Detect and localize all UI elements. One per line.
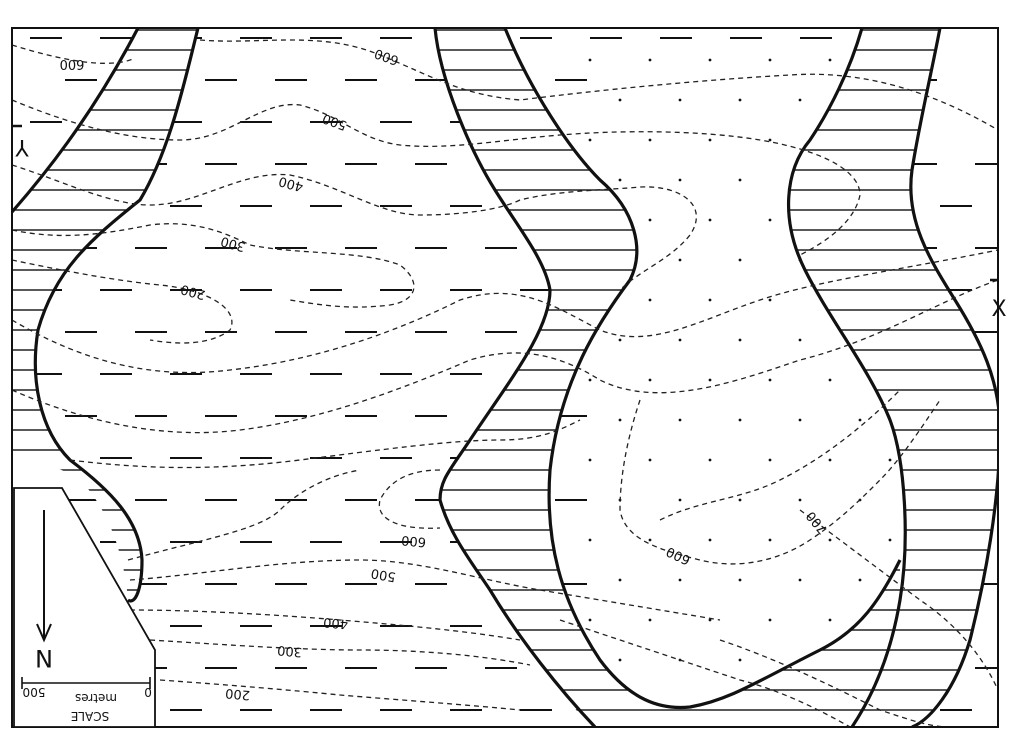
bed-boundary [909,28,998,727]
point-label-y: Y [15,134,30,159]
bed-boundary [12,28,140,214]
hatched-bed-left [12,28,198,608]
contour-lines [12,39,998,727]
contour-label: 600 [664,543,693,567]
contour-label: 400 [323,614,349,631]
contour-label: 200 [179,281,207,302]
scale-end-label: 500 [23,685,46,699]
contour-label: 200 [225,685,251,702]
map-frame [11,27,999,728]
hatched-bed-middle [435,28,900,727]
hatched-bed-right [788,28,998,727]
bed-boundary [786,28,907,727]
bed-boundary [433,28,597,727]
contour-label: 300 [277,642,303,659]
scale-start-label: 0 [144,685,152,699]
contour-label: 500 [370,565,397,584]
bed-boundary [33,28,200,603]
scale-unit-label: metres [75,691,117,705]
contour-labels: 600 600 500 400 300 200 600 700 600 500 … [60,45,831,702]
contour-label: 300 [219,233,247,254]
contour-label: 500 [321,110,349,133]
point-label-x: X [991,297,1006,322]
contour-label: 700 [804,508,831,537]
scale-title: SCALE [71,709,109,723]
north-arrow-head [36,623,52,643]
north-label: N [35,644,53,672]
contour-label: 600 [60,56,85,71]
contour-label: 600 [401,532,427,549]
contour-label: 600 [373,45,401,68]
contour-label: 400 [277,173,305,194]
legend: N 500 0 metres SCALE [13,487,156,728]
